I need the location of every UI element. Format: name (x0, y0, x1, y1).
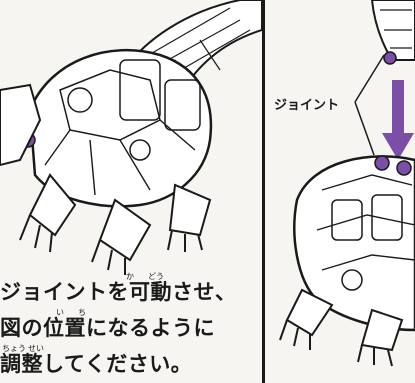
instruction-line-1: ジョイントを可動させ、 (0, 280, 237, 304)
furigana: ちょう (2, 344, 26, 353)
joint-callout-label: ジョイント (274, 98, 340, 113)
furigana: い (56, 308, 64, 317)
right-panel: ジョイント (262, 0, 415, 383)
arrow-shaft (392, 80, 404, 135)
robot-dinosaur-illustration-right (279, 0, 415, 367)
panel-divider (262, 0, 265, 383)
robot-dinosaur-illustration-left (0, 0, 262, 275)
furigana: ち (78, 308, 86, 317)
furigana: どう (148, 272, 164, 281)
joint-marker (396, 160, 412, 176)
instruction-line-2: 図の位置になるように (0, 316, 215, 340)
left-panel: ジョイントを可動させ、 図の位置になるように 調整してください。 か どう い … (0, 0, 262, 376)
down-arrow-icon (382, 133, 414, 160)
furigana: せい (28, 344, 44, 353)
joint-marker (374, 155, 390, 171)
instruction-line-3: 調整してください。 (0, 352, 193, 376)
joint-marker (383, 51, 397, 65)
furigana: か (126, 272, 134, 281)
